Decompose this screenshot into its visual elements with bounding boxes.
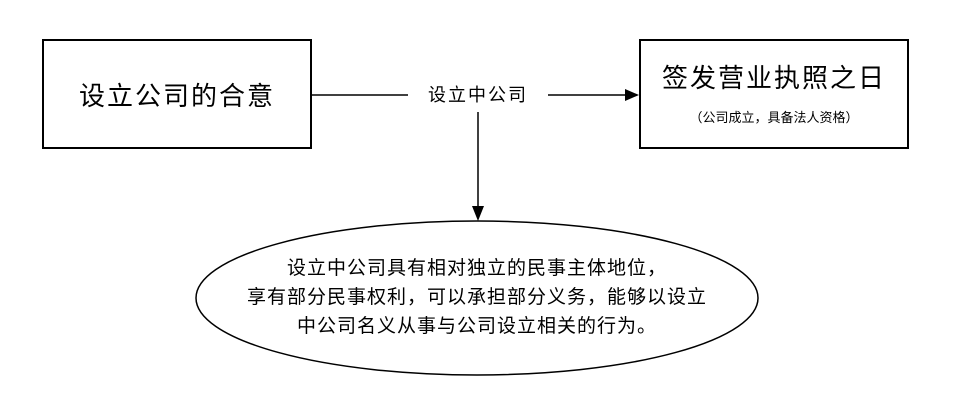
end-box: 签发营业执照之日 （公司成立，具备法人资格） <box>639 39 909 149</box>
end-box-subtitle: （公司成立，具备法人资格） <box>689 111 859 126</box>
ellipse-line: 设立中公司具有相对独立的民事主体地位， <box>286 256 667 279</box>
right-arrowhead-icon <box>625 89 639 101</box>
ellipse-line: 中公司名义从事与公司设立相关的行为。 <box>296 314 657 337</box>
ellipse-text: 设立中公司具有相对独立的民事主体地位， 享有部分民事权利，可以承担部分义务，能够… <box>186 212 768 382</box>
down-arrowhead-icon <box>472 206 484 221</box>
start-box-label: 设立公司的合意 <box>78 81 275 112</box>
end-box-title: 签发营业执照之日 <box>661 64 886 94</box>
connector-label: 设立中公司 <box>408 80 548 112</box>
ellipse-line: 享有部分民事权利，可以承担部分义务，能够以设立 <box>246 285 707 308</box>
outcome-ellipse <box>195 220 759 376</box>
start-box: 设立公司的合意 <box>42 39 312 149</box>
